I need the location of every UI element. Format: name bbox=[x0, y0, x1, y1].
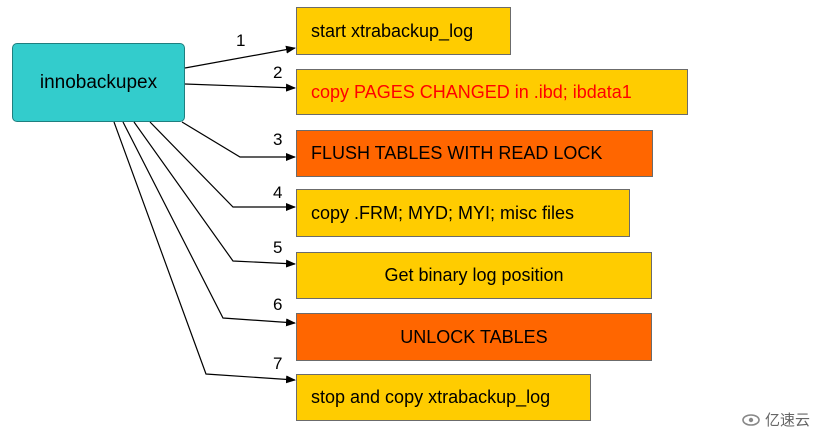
step-6-number: 6 bbox=[273, 295, 283, 314]
arrow-2 bbox=[184, 83, 296, 92]
step-4-box: copy .FRM; MYD; MYI; misc files bbox=[296, 189, 630, 237]
step-2-box: copy PAGES CHANGED in .ibd; ibdata1 bbox=[296, 69, 688, 115]
watermark: 亿速云 bbox=[741, 409, 810, 430]
step-7-number: 7 bbox=[273, 354, 283, 373]
step-4-number: 4 bbox=[273, 183, 283, 202]
arrow-4 bbox=[149, 121, 296, 211]
arrow-7 bbox=[113, 121, 296, 384]
step-1-number: 1 bbox=[236, 31, 246, 50]
arrow-1 bbox=[184, 45, 296, 69]
step-7-label: stop and copy xtrabackup_log bbox=[311, 387, 551, 407]
step-6-box: UNLOCK TABLES bbox=[296, 313, 652, 361]
step-1-label: start xtrabackup_log bbox=[311, 20, 474, 41]
watermark-text: 亿速云 bbox=[764, 412, 810, 429]
step-3-number: 3 bbox=[273, 130, 283, 149]
arrow-5 bbox=[133, 121, 296, 268]
arrow-6 bbox=[122, 121, 296, 327]
innobackupex-node: innobackupex bbox=[12, 43, 185, 122]
step-6-label: UNLOCK TABLES bbox=[400, 326, 548, 347]
step-5-box: Get binary log position bbox=[296, 252, 652, 299]
innobackupex-label: innobackupex bbox=[39, 71, 158, 93]
step-5-number: 5 bbox=[273, 238, 283, 257]
step-5-label: Get binary log position bbox=[384, 265, 564, 285]
step-2-label: copy PAGES CHANGED in .ibd; ibdata1 bbox=[311, 81, 632, 102]
step-7-box: stop and copy xtrabackup_log bbox=[296, 374, 591, 421]
step-3-box: FLUSH TABLES WITH READ LOCK bbox=[296, 130, 653, 177]
step-3-label: FLUSH TABLES WITH READ LOCK bbox=[311, 143, 603, 163]
step-1-box: start xtrabackup_log bbox=[296, 7, 511, 55]
step-2-number: 2 bbox=[273, 63, 283, 82]
step-4-label: copy .FRM; MYD; MYI; misc files bbox=[311, 202, 575, 223]
cloud-logo-icon bbox=[742, 413, 760, 426]
arrow-3 bbox=[181, 121, 296, 161]
